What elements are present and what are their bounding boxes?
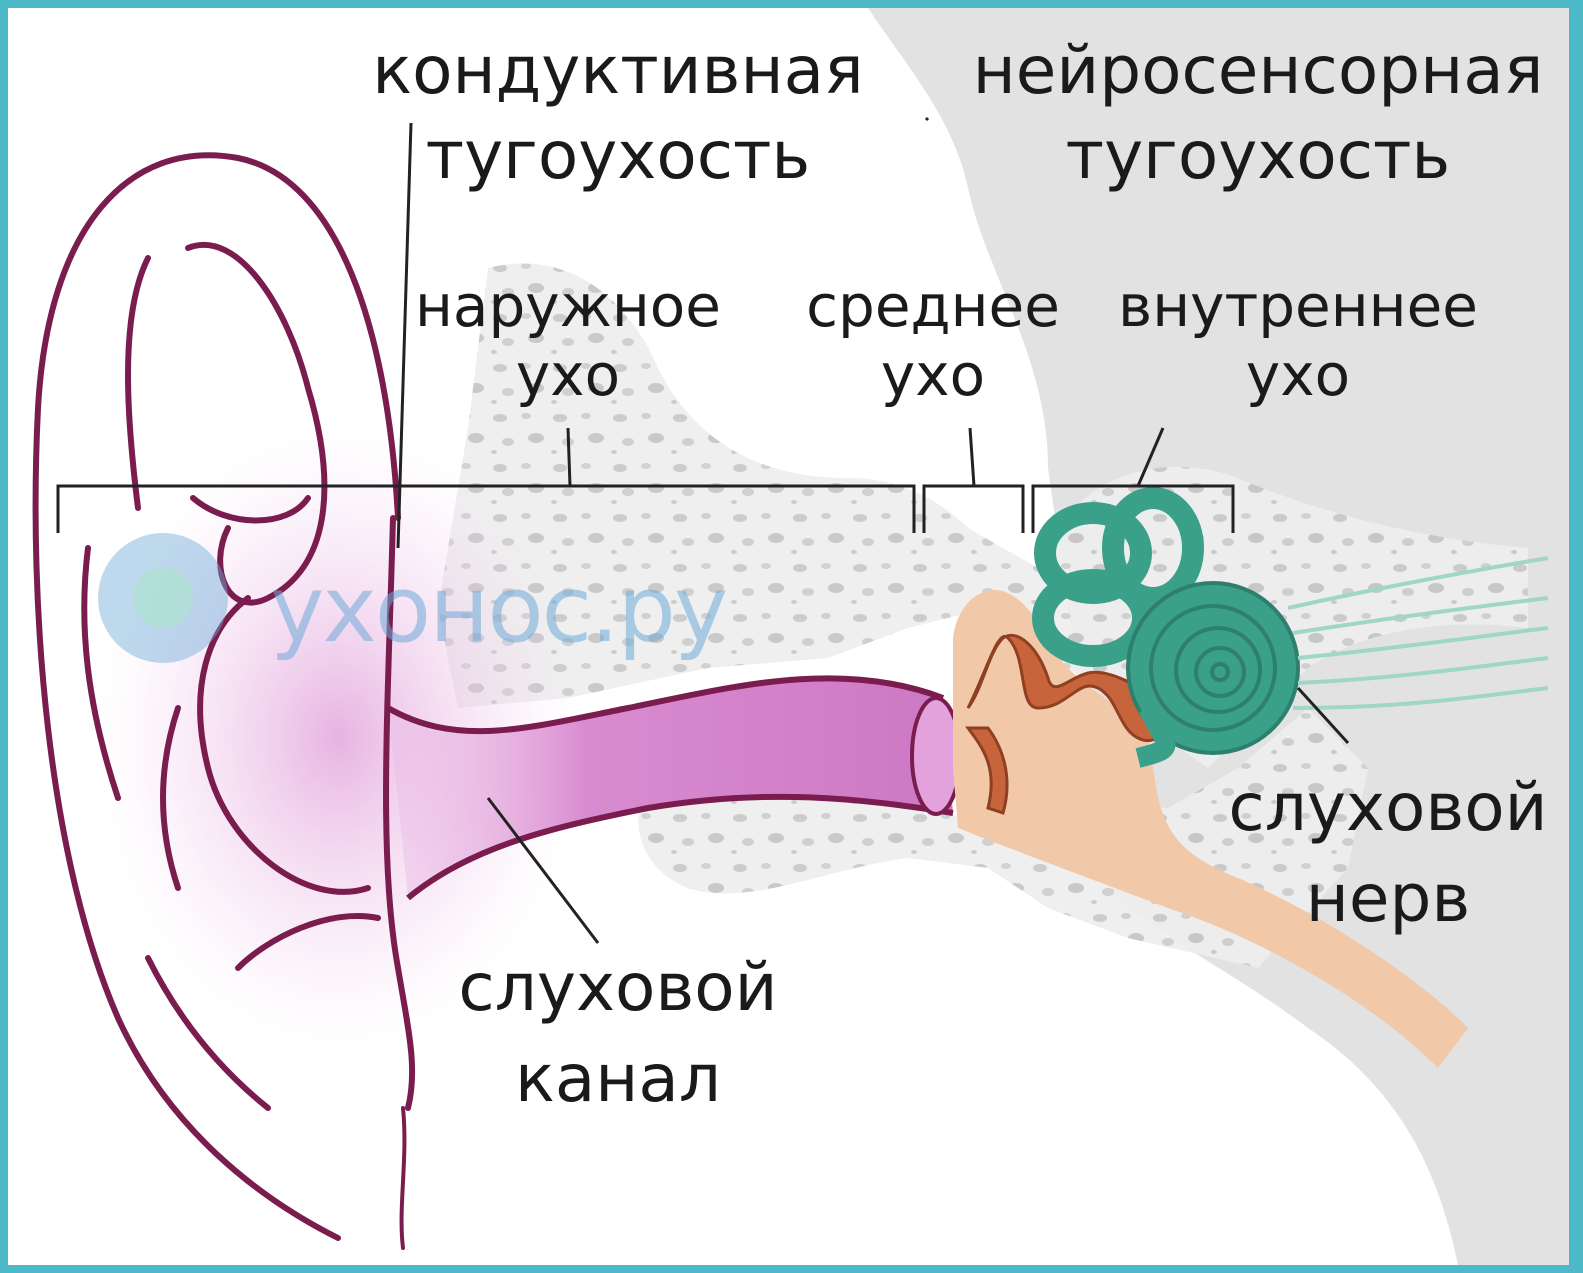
watermark-text: ухонос.ру [270,556,726,663]
label-conductive-hearing-loss: кондуктивная тугоухость [363,36,873,191]
tympanic-membrane [912,698,960,814]
label-outer-ear: наружное ухо [403,276,733,406]
label-sensorineural-hearing-loss: нейросенсорная тугоухость [958,36,1558,191]
label-inner-ear: внутреннее ухо [1103,276,1493,406]
label-ear-canal: слуховой канал [428,953,808,1114]
label-auditory-nerve: слуховой нерв [1208,773,1568,934]
diagram-frame: ухонос.ру кондуктивная тугоухость нейрос… [8,8,1569,1265]
label-middle-ear: среднее ухо [798,276,1068,406]
